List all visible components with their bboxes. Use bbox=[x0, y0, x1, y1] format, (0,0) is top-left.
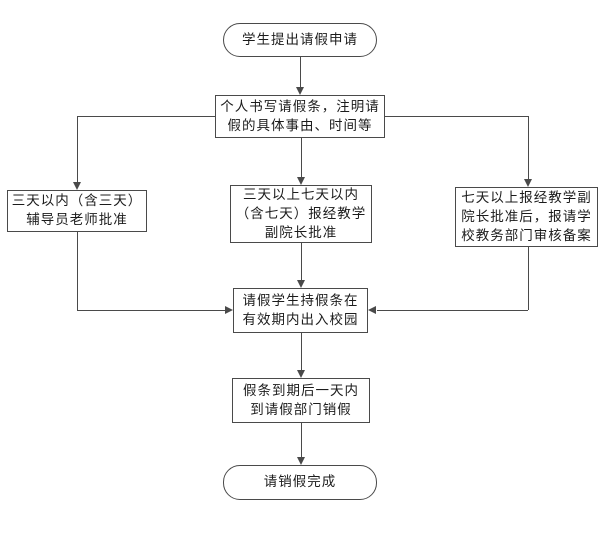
connector-write-note-to-3days-v bbox=[77, 116, 78, 182]
node-approve-3to7days: 三天以上七天以内 （含七天）报经教学 副院长批准 bbox=[230, 185, 372, 243]
connector-write-note-to-3to7days bbox=[301, 138, 302, 177]
node-campus-access-line: 请假学生持假条在 bbox=[242, 292, 359, 309]
connector-3days-to-campus-h bbox=[77, 310, 225, 311]
node-campus-access-line: 有效期内出入校园 bbox=[242, 311, 359, 328]
connector-write-note-to-3days-h bbox=[77, 116, 215, 117]
connector-cancel-to-end bbox=[301, 423, 302, 457]
arrowhead-down-icon bbox=[73, 182, 81, 190]
arrowhead-down-icon bbox=[297, 457, 305, 465]
arrowhead-down-icon bbox=[297, 370, 305, 378]
node-write-note-line: 假的具体事由、时间等 bbox=[227, 117, 373, 134]
node-approve-7plus-line: 院长批准后，报请学 bbox=[461, 208, 592, 225]
node-start-label: 学生提出请假申请 bbox=[242, 31, 358, 48]
node-end-label: 请销假完成 bbox=[263, 474, 337, 490]
node-approve-3days-line: 三天以内（含三天） bbox=[11, 193, 143, 209]
connector-write-note-to-7plus-v bbox=[528, 116, 529, 179]
node-approve-3days: 三天以内（含三天） 辅导员老师批准 bbox=[7, 190, 147, 232]
connector-campus-to-cancel bbox=[301, 333, 302, 370]
arrowhead-left-icon bbox=[368, 306, 376, 314]
connector-3days-to-campus-v bbox=[77, 232, 78, 310]
node-approve-3days-line: 辅导员老师批准 bbox=[26, 212, 128, 228]
node-end: 请销假完成 bbox=[223, 465, 377, 500]
connector-3to7days-to-campus bbox=[301, 243, 302, 280]
node-approve-7plus: 七天以上报经教学副 院长批准后，报请学 校教务部门审核备案 bbox=[455, 187, 598, 247]
arrowhead-right-icon bbox=[225, 306, 233, 314]
node-start: 学生提出请假申请 bbox=[223, 23, 377, 57]
arrowhead-down-icon bbox=[297, 177, 305, 185]
node-approve-3to7days-line: 副院长批准 bbox=[264, 224, 338, 241]
node-campus-access: 请假学生持假条在 有效期内出入校园 bbox=[233, 288, 368, 333]
connector-start-to-write-note bbox=[300, 57, 301, 88]
node-approve-7plus-line: 七天以上报经教学副 bbox=[461, 189, 592, 206]
arrowhead-down-icon bbox=[524, 179, 532, 187]
node-approve-3to7days-line: 三天以上七天以内 bbox=[243, 186, 359, 203]
node-write-note: 个人书写请假条，注明请 假的具体事由、时间等 bbox=[215, 95, 385, 138]
node-cancel-leave-line: 到请假部门销假 bbox=[250, 401, 352, 418]
node-write-note-line: 个人书写请假条，注明请 bbox=[220, 98, 380, 115]
node-approve-3to7days-line: （含七天）报经教学 bbox=[235, 205, 367, 222]
arrowhead-down-icon bbox=[297, 280, 305, 288]
node-approve-7plus-line: 校教务部门审核备案 bbox=[461, 227, 592, 244]
node-cancel-leave-line: 假条到期后一天内 bbox=[243, 382, 359, 399]
connector-7plus-to-campus-h bbox=[377, 310, 528, 311]
connector-7plus-to-campus-v bbox=[528, 247, 529, 310]
node-cancel-leave: 假条到期后一天内 到请假部门销假 bbox=[232, 378, 370, 423]
connector-write-note-to-7plus-h bbox=[385, 116, 528, 117]
arrowhead-down-icon bbox=[296, 87, 304, 95]
